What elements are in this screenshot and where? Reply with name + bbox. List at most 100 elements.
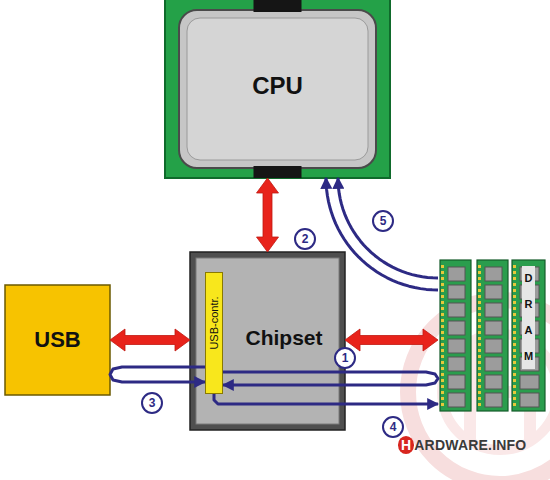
callout-number: 4 [382, 416, 404, 438]
memory-chip [485, 303, 502, 317]
memory-chip [485, 393, 502, 407]
contact-pin [513, 379, 516, 382]
contact-pin [513, 343, 516, 346]
node-label: CPU [252, 72, 303, 100]
contact-pin [513, 331, 516, 334]
contact-pin [478, 397, 481, 400]
contact-pin [478, 367, 481, 370]
data-bus-arrow [345, 329, 438, 351]
memory-chip [448, 267, 465, 281]
contact-pin [478, 307, 481, 310]
contact-pin [513, 385, 516, 388]
cpu-drawing [165, 0, 390, 178]
contact-pin [478, 343, 481, 346]
contact-pin [513, 391, 516, 394]
memory-chip [448, 393, 465, 407]
contact-pin [513, 295, 516, 298]
contact-pin [478, 277, 481, 280]
data-flow-arrow [338, 178, 438, 278]
contact-pin [478, 349, 481, 352]
contact-pin [478, 319, 481, 322]
contact-pin [513, 397, 516, 400]
contact-pin [513, 283, 516, 286]
contact-pin [441, 385, 444, 388]
contact-pin [478, 283, 481, 286]
contact-pin [441, 271, 444, 274]
contact-pin [478, 265, 481, 268]
contact-pin [513, 349, 516, 352]
node-label: USB [34, 327, 80, 353]
dram-modules: DRAM [438, 258, 548, 413]
contact-pin [441, 301, 444, 304]
memory-chip [485, 285, 502, 299]
contact-pin [513, 313, 516, 316]
memory-chip [485, 375, 502, 389]
contact-pin [513, 307, 516, 310]
cpu-notch [254, 0, 302, 12]
memory-chip [485, 321, 502, 335]
contact-pin [513, 325, 516, 328]
contact-pin [441, 343, 444, 346]
memory-chip [485, 267, 502, 281]
contact-pin [441, 355, 444, 358]
usb-box [5, 285, 110, 395]
contact-pin [441, 319, 444, 322]
contact-pin [441, 403, 444, 406]
contact-pin [441, 349, 444, 352]
contact-pin [513, 271, 516, 274]
memory-chip [448, 321, 465, 335]
data-bus-arrow [110, 329, 190, 351]
contact-pin [441, 265, 444, 268]
contact-pin [441, 325, 444, 328]
chipset-chip: USB-contr. Chipset [190, 252, 345, 430]
contact-pin [478, 373, 481, 376]
contact-pin [441, 373, 444, 376]
memory-stick [512, 260, 545, 411]
contact-pin [513, 319, 516, 322]
callout-number: 3 [141, 392, 163, 414]
memory-chip [448, 339, 465, 353]
contact-pin [478, 301, 481, 304]
callout-number: 5 [372, 210, 394, 232]
node-label: Chipset [245, 326, 322, 350]
memory-chip [485, 339, 502, 353]
data-flow-arrow [110, 367, 205, 382]
contact-pin [441, 289, 444, 292]
usb-controller: USB-contr. [205, 272, 223, 394]
callout-number: 2 [294, 228, 316, 250]
contact-pin [513, 355, 516, 358]
contact-pin [513, 337, 516, 340]
memory-stick [440, 260, 471, 411]
memory-chip [485, 357, 502, 371]
cpu-package: CPU [165, 0, 390, 178]
contact-pin [478, 385, 481, 388]
data-flow-arrow [214, 394, 438, 404]
memory-chip [448, 285, 465, 299]
data-flow-arrow [223, 372, 438, 385]
data-bus-arrow [257, 178, 279, 252]
contact-pin [441, 391, 444, 394]
contact-pin [513, 289, 516, 292]
heat-spreader-top [187, 18, 368, 160]
contact-pin [478, 331, 481, 334]
contact-pin [441, 277, 444, 280]
contact-pin [441, 331, 444, 334]
callout-number: 1 [334, 347, 356, 369]
data-flow-arrow [326, 178, 438, 290]
usb-device: USB [5, 285, 110, 395]
contact-pin [441, 397, 444, 400]
contact-pin [441, 379, 444, 382]
contact-pin [441, 367, 444, 370]
node-shapes [5, 0, 545, 430]
contact-pin [441, 361, 444, 364]
contact-pin [441, 337, 444, 340]
node-label: USB-contr. [208, 297, 220, 350]
memory-chip [448, 303, 465, 317]
cpu-board [165, 0, 390, 178]
memory-chip [448, 375, 465, 389]
cpu-notch [254, 166, 302, 178]
contact-pin [513, 361, 516, 364]
contact-pin [478, 289, 481, 292]
